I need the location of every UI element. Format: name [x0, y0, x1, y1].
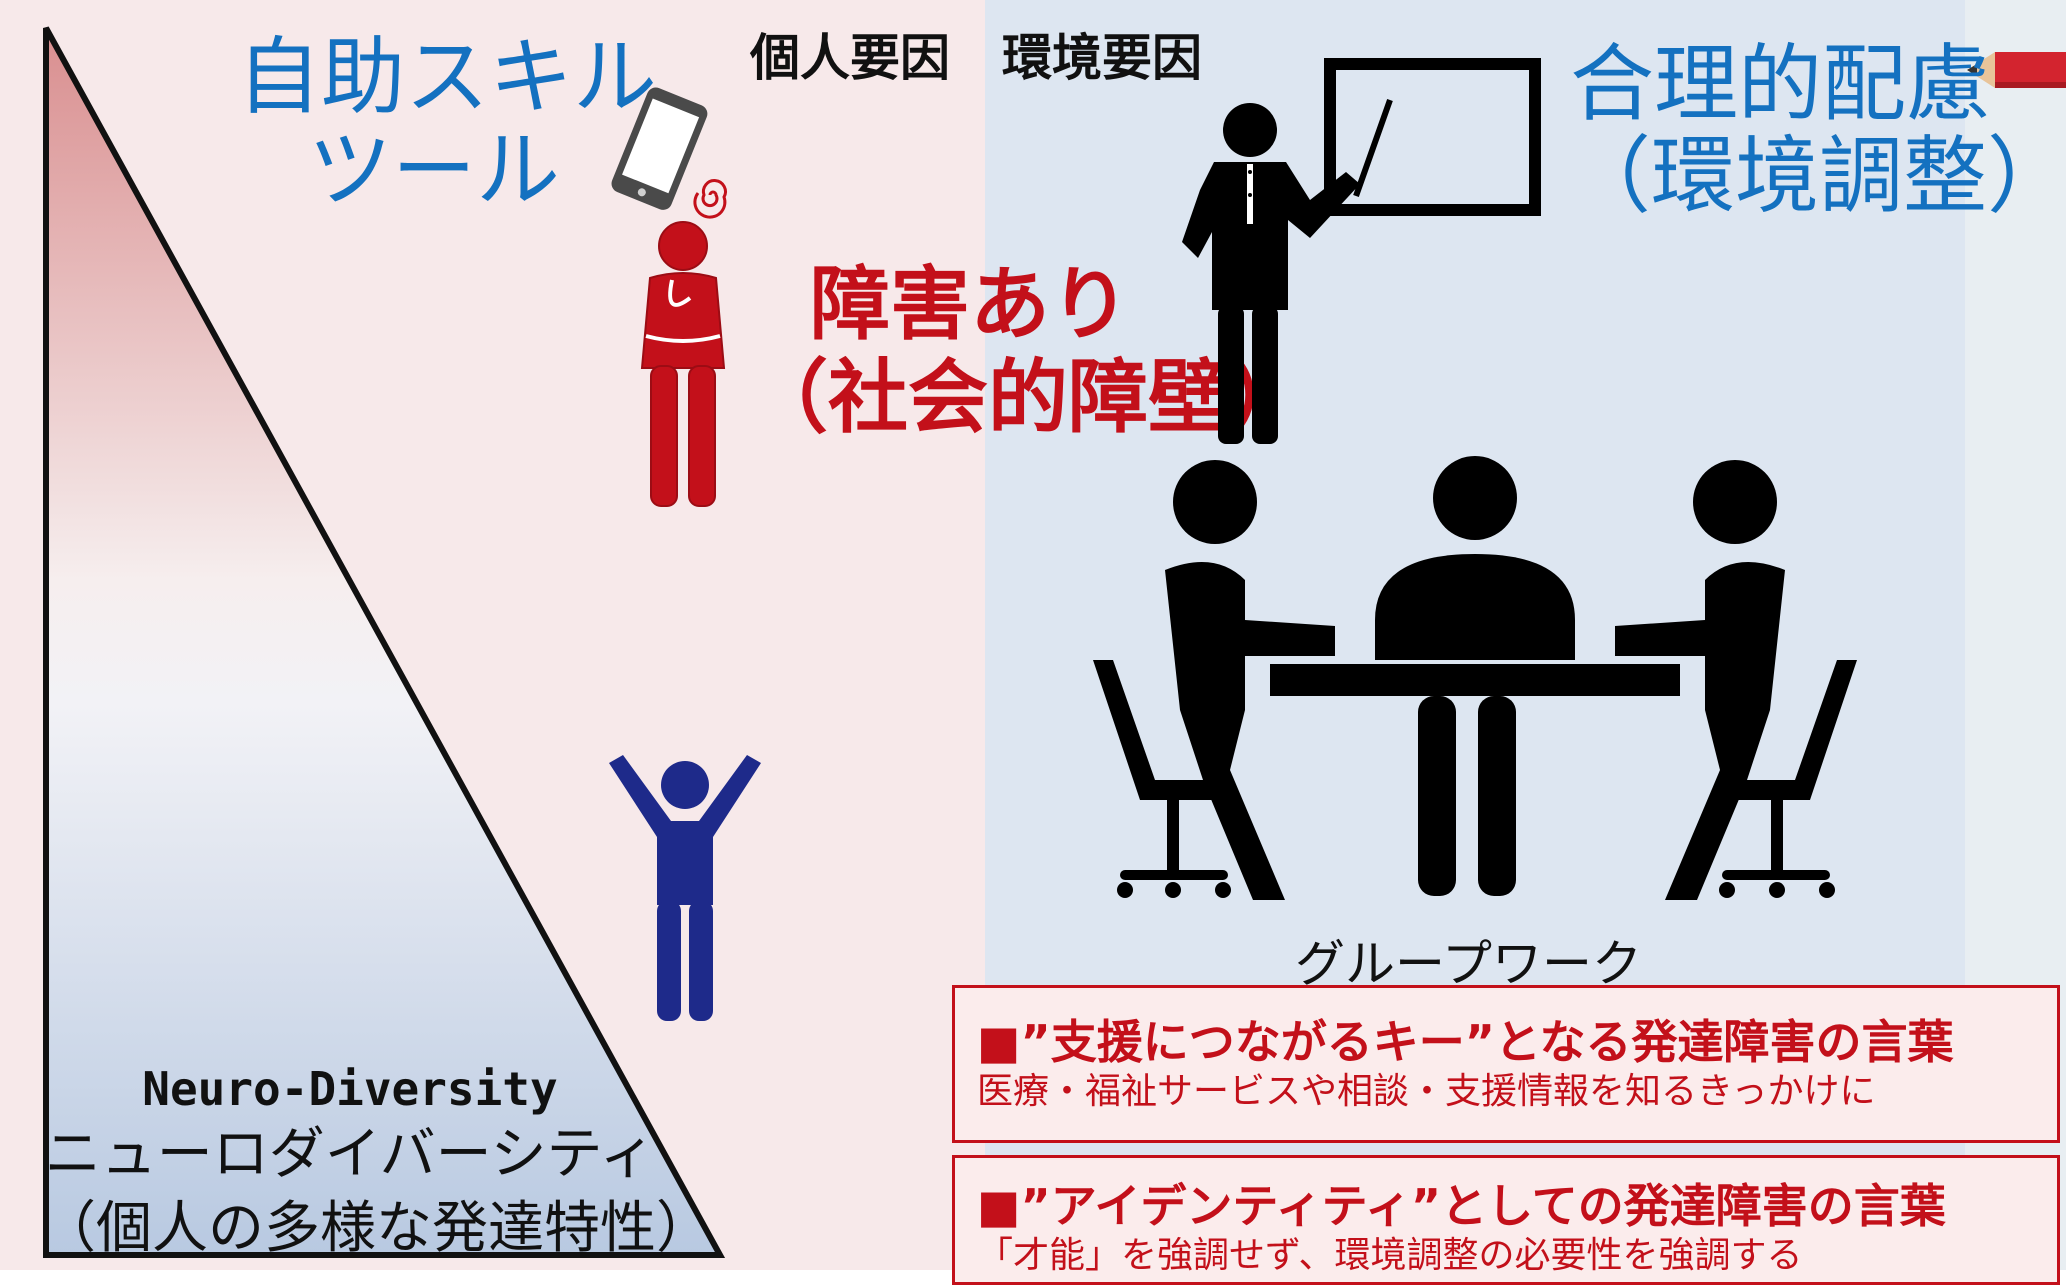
social-barrier-label: （社会的障壁） — [748, 351, 1308, 444]
happy-person-icon — [609, 755, 761, 1021]
disability-label: 障害あり — [810, 258, 1130, 351]
reasonable-accommodation-label: 合理的配慮 — [1570, 35, 1991, 133]
neuro-diversity-triangle — [43, 26, 726, 1258]
tool-label: ツール — [308, 121, 561, 219]
environment-adjustment-label: （環境調整） — [1567, 127, 2066, 225]
identity-subtext: 「才能」を強調せず、環境調整の必要性を強調する — [977, 1235, 1803, 1276]
support-key-heading: ■”支援につながるキー”となる発達障害の言葉 — [977, 1015, 1954, 1069]
pencil-icon — [1967, 52, 2066, 88]
identity-heading: ■”アイデンティティ”としての発達障害の言葉 — [977, 1179, 1946, 1233]
group-work-label: グループワーク — [1295, 935, 1642, 993]
neuro-diversity-desc: （個人の多様な発達特性） — [40, 1196, 712, 1261]
group-meeting-icon — [1093, 456, 1857, 900]
smartphone-icon — [611, 87, 708, 210]
support-key-subtext: 医療・福祉サービスや相談・支援情報を知るきっかけに — [977, 1071, 1876, 1112]
confused-person-icon — [640, 221, 726, 507]
self-help-skill-label: 自助スキル — [237, 28, 658, 126]
personal-factor-label: 個人要因 — [750, 29, 950, 87]
neuro-diversity-caption: Neuro-Diversity ニューロダイバーシティ （個人の多様な発達特性） — [40, 1060, 712, 1266]
identity-box: ■”アイデンティティ”としての発達障害の言葉 「才能」を強調せず、環境調整の必要… — [952, 1155, 2060, 1285]
neuro-diversity-en: Neuro-Diversity — [142, 1062, 558, 1116]
confusion-swirl-icon — [693, 179, 727, 219]
teacher-board-icon — [1182, 58, 1541, 444]
environmental-factor-label: 環境要因 — [1002, 29, 1202, 87]
neuro-diversity-jp: ニューロダイバーシティ — [44, 1122, 656, 1187]
support-key-box: ■”支援につながるキー”となる発達障害の言葉 医療・福祉サービスや相談・支援情報… — [952, 985, 2060, 1143]
